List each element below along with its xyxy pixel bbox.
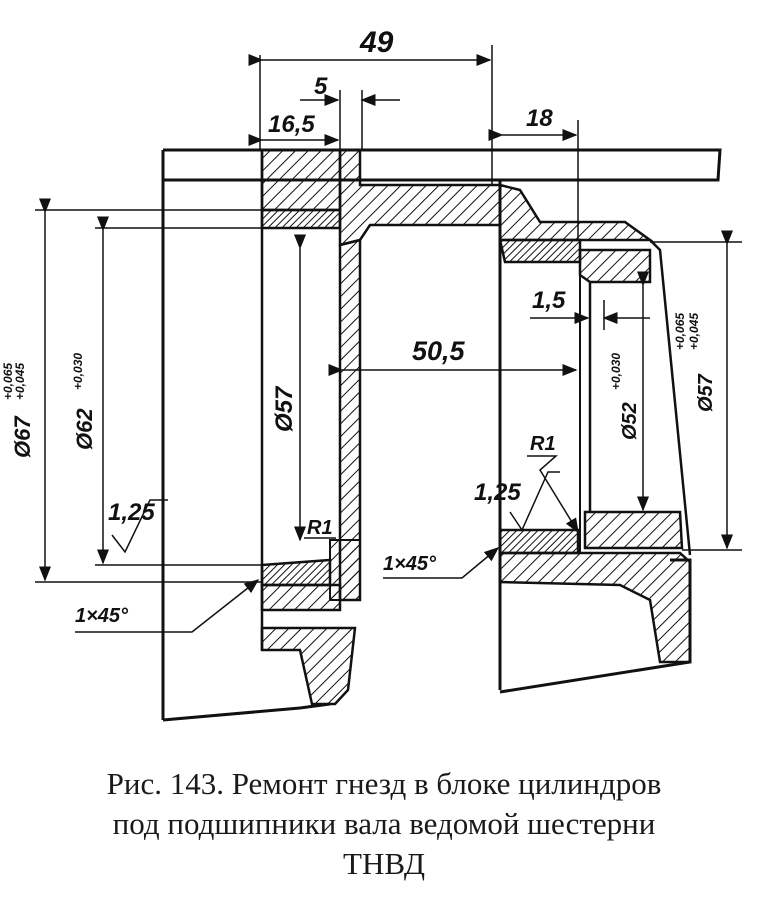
- left-annotations: 1,25 R1 1×45°: [75, 499, 336, 633]
- dim-phi57-right-tol-upper: +0,065: [673, 313, 687, 350]
- caption-line-1: Рис. 143. Ремонт гнезд в блоке цилиндров: [106, 766, 662, 801]
- dimension-phi67: Ø67 +0,065 +0,045: [1, 198, 262, 583]
- dim-50-5: 50,5: [412, 336, 466, 366]
- dim-phi62-tol: +0,030: [71, 353, 85, 390]
- radius-left: R1: [307, 517, 333, 539]
- right-annotations: 1,25 R1 1×45°: [383, 433, 579, 579]
- caption-line-3: ТНВД: [343, 846, 425, 881]
- dim-phi57-right-tol-lower: +0,045: [687, 313, 701, 350]
- dim-phi52: Ø52: [619, 402, 641, 440]
- radius-right: R1: [530, 433, 556, 455]
- dimension-18: 18: [488, 105, 579, 240]
- dim-phi57-left: Ø57: [271, 385, 298, 432]
- dim-5: 5: [314, 73, 328, 100]
- dim-phi62: Ø62: [72, 408, 97, 450]
- dimension-1-5: 1,5: [530, 287, 650, 330]
- dimension-phi62: Ø62 +0,030: [71, 216, 262, 566]
- dim-18: 18: [526, 105, 553, 132]
- technical-drawing: 49 5 16,5 18 1,5 50,5 Ø67 +0,065 +0,04: [1, 26, 742, 722]
- chamfer-left: 1×45°: [75, 605, 129, 627]
- dim-phi52-tol: +0,030: [609, 353, 623, 390]
- dim-49: 49: [359, 26, 394, 59]
- dimension-5: 5: [300, 73, 400, 150]
- dim-phi67-tol-lower: +0,045: [13, 363, 27, 400]
- block-outline: [161, 148, 722, 722]
- dimension-phi57-right: Ø57 +0,065 +0,045: [650, 230, 742, 551]
- dimension-phi52: Ø52 +0,030: [609, 271, 649, 512]
- dim-phi67-tol-upper: +0,065: [1, 363, 15, 400]
- roughness-left: 1,25: [108, 499, 155, 526]
- dimension-16-5: 16,5: [248, 111, 340, 146]
- dim-1-5: 1,5: [532, 287, 566, 314]
- dim-phi57-right: Ø57: [695, 373, 717, 412]
- caption-line-2: под подшипники вала ведомой шестерни: [112, 806, 656, 841]
- dimension-50-5: 50,5: [328, 336, 578, 376]
- right-housing-section: [498, 183, 692, 664]
- roughness-right: 1,25: [474, 479, 521, 506]
- dim-16-5: 16,5: [268, 111, 315, 138]
- chamfer-right: 1×45°: [383, 553, 437, 575]
- dim-phi67: Ø67: [10, 415, 35, 458]
- central-web-section: [329, 148, 502, 602]
- dimension-phi57-left: Ø57: [271, 234, 306, 542]
